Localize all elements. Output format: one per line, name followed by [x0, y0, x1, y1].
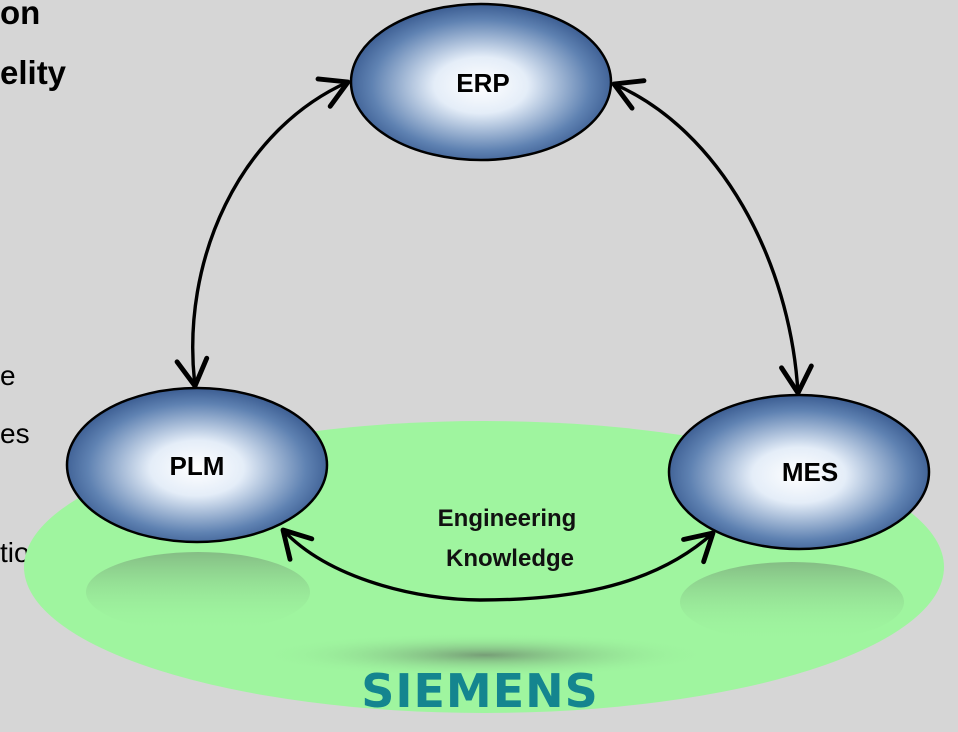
- mes-reflection: [680, 562, 904, 642]
- mes-node: MES: [667, 393, 931, 551]
- slide-title-line-1: on: [0, 0, 41, 31]
- slide-title-line-2: elity: [0, 54, 67, 91]
- erp-node-label: ERP: [456, 68, 509, 98]
- plm-node-label: PLM: [170, 451, 225, 481]
- slide-body-line-1: e: [0, 360, 16, 391]
- plm-node: PLM: [65, 386, 329, 544]
- center-shadow: [260, 633, 710, 677]
- siemens-logo: SIEMENS: [361, 664, 599, 718]
- erp-plm-connector: [174, 76, 351, 389]
- engineering-knowledge-label-line-1: Engineering: [438, 505, 577, 532]
- erp-node: ERP: [349, 2, 613, 162]
- plm-reflection: [86, 552, 310, 632]
- engineering-knowledge-label-line-2: Knowledge: [446, 545, 574, 572]
- slide-body-line-2: es: [0, 418, 30, 449]
- mes-node-label: MES: [782, 457, 838, 487]
- erp-mes-connector: [611, 78, 814, 396]
- plm-mes-connector: [280, 527, 716, 602]
